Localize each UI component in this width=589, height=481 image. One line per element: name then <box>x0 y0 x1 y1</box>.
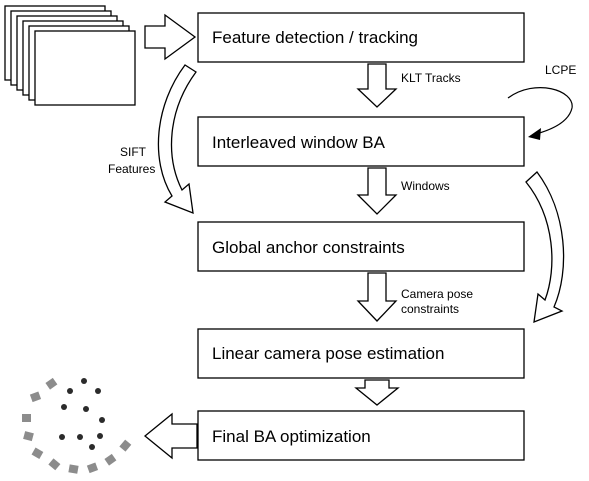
camera-tile <box>22 414 31 422</box>
final-to-output-arrow <box>143 412 198 460</box>
node-final-ba-optimization: Final BA optimization <box>197 410 525 461</box>
point-dot <box>89 444 95 450</box>
windows-to-pose-curved-arrow <box>525 171 565 324</box>
camera-pose-constraints-label-line2: constraints <box>401 302 459 316</box>
point-dot <box>83 406 89 412</box>
node-feature-detection-label: Feature detection / tracking <box>212 28 418 47</box>
klt-tracks-label: KLT Tracks <box>401 71 461 85</box>
windows-arrow <box>356 167 398 215</box>
node-linear-camera-pose-estimation: Linear camera pose estimation <box>197 328 525 379</box>
node-final-ba-optimization-label: Final BA optimization <box>212 427 371 446</box>
point-dot <box>77 434 83 440</box>
lcpe-arrowhead <box>528 128 541 140</box>
lcpe-curve <box>507 87 573 135</box>
node-feature-detection: Feature detection / tracking <box>197 12 525 63</box>
camera-tile <box>31 447 44 459</box>
node-global-anchor-constraints: Global anchor constraints <box>197 221 525 272</box>
camera-pose-constraints-arrow <box>356 272 398 322</box>
point-dot <box>67 388 73 394</box>
camera-pose-constraints-label-line1: Camera pose <box>401 287 473 301</box>
node-interleaved-window-ba: Interleaved window BA <box>197 116 525 167</box>
camera-tile <box>48 458 61 471</box>
camera-tile <box>86 462 99 474</box>
output-point-cloud-icon <box>22 377 132 474</box>
camera-tile <box>29 391 42 403</box>
point-dot <box>61 404 67 410</box>
node-global-anchor-constraints-label: Global anchor constraints <box>212 238 405 257</box>
klt-tracks-arrow <box>356 63 398 108</box>
lcpe-label: LCPE <box>545 63 576 77</box>
camera-tile <box>119 439 132 452</box>
windows-label: Windows <box>401 179 450 193</box>
sift-features-label-line2: Features <box>108 162 155 176</box>
sift-features-label-line1: SIFT <box>120 145 147 159</box>
point-dot <box>99 417 105 423</box>
sift-features-curved-arrow <box>157 64 197 215</box>
camera-tile <box>104 453 117 466</box>
node-interleaved-window-ba-label: Interleaved window BA <box>212 133 386 152</box>
camera-tile <box>23 431 34 442</box>
pose-to-final-arrow <box>354 379 400 406</box>
images-to-detection-arrow <box>144 13 197 61</box>
input-image-stack <box>4 5 136 106</box>
point-dot <box>95 388 101 394</box>
node-linear-camera-pose-estimation-label: Linear camera pose estimation <box>212 344 444 363</box>
camera-tile <box>45 377 58 390</box>
point-dot <box>97 433 103 439</box>
camera-tile <box>68 464 79 474</box>
point-dot <box>81 378 87 384</box>
point-dot <box>59 434 65 440</box>
